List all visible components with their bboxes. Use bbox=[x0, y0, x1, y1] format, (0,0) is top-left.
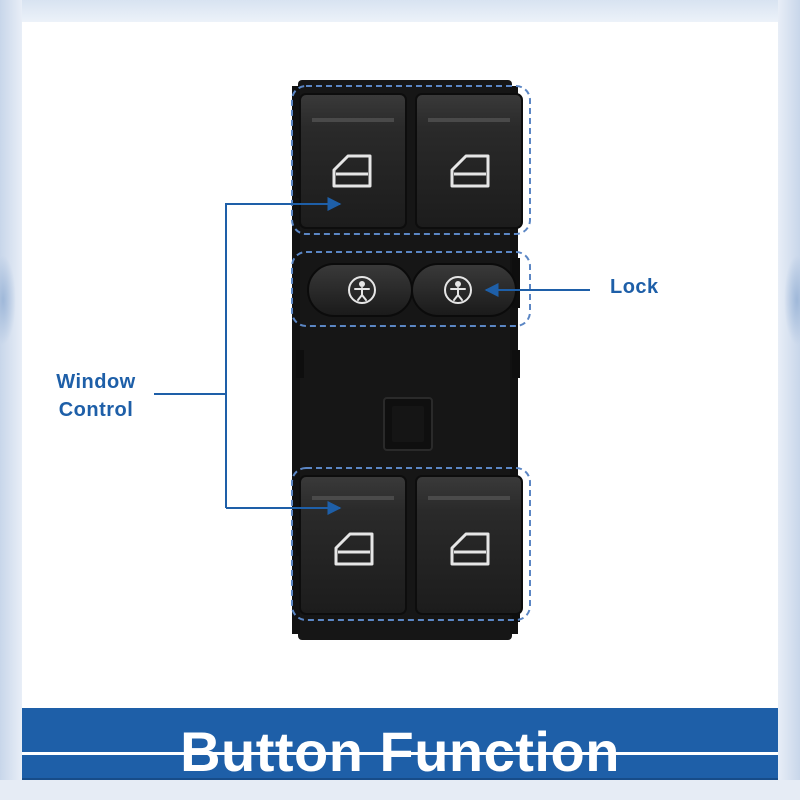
banner-title: Button Function bbox=[180, 720, 620, 783]
window-switch-front-left[interactable] bbox=[299, 93, 407, 229]
window-control-label: Window Control bbox=[38, 368, 154, 424]
window-switch-front-right[interactable] bbox=[415, 93, 523, 229]
frame-right-border bbox=[778, 0, 800, 800]
window-switch-rear-left[interactable] bbox=[299, 475, 407, 615]
window-switch-rear-right[interactable] bbox=[415, 475, 523, 615]
window-switch-icon bbox=[450, 532, 490, 566]
window-switch-icon bbox=[334, 532, 374, 566]
frame-left-glow bbox=[0, 255, 16, 345]
frame-left-border bbox=[0, 0, 22, 800]
banner bbox=[22, 708, 778, 780]
lock-label: Lock bbox=[610, 276, 659, 298]
highlight-bottom-window-switches bbox=[291, 467, 531, 621]
window-control-label-line2: Control bbox=[58, 399, 134, 421]
child-lock-button-right[interactable] bbox=[411, 263, 517, 317]
window-switch-icon bbox=[450, 154, 490, 188]
banner-divider-line bbox=[22, 752, 778, 755]
child-lock-button-left[interactable] bbox=[307, 263, 413, 317]
child-lock-icon bbox=[444, 276, 472, 304]
window-switch-icon bbox=[332, 154, 372, 188]
window-control-label-line1: Window bbox=[56, 371, 136, 393]
frame-top-border bbox=[0, 0, 800, 24]
child-lock-icon bbox=[348, 276, 376, 304]
highlight-top-window-switches bbox=[291, 85, 531, 235]
frame-bottom-border bbox=[0, 780, 800, 800]
frame-right-glow bbox=[784, 255, 800, 345]
annotation-lines bbox=[154, 197, 590, 515]
